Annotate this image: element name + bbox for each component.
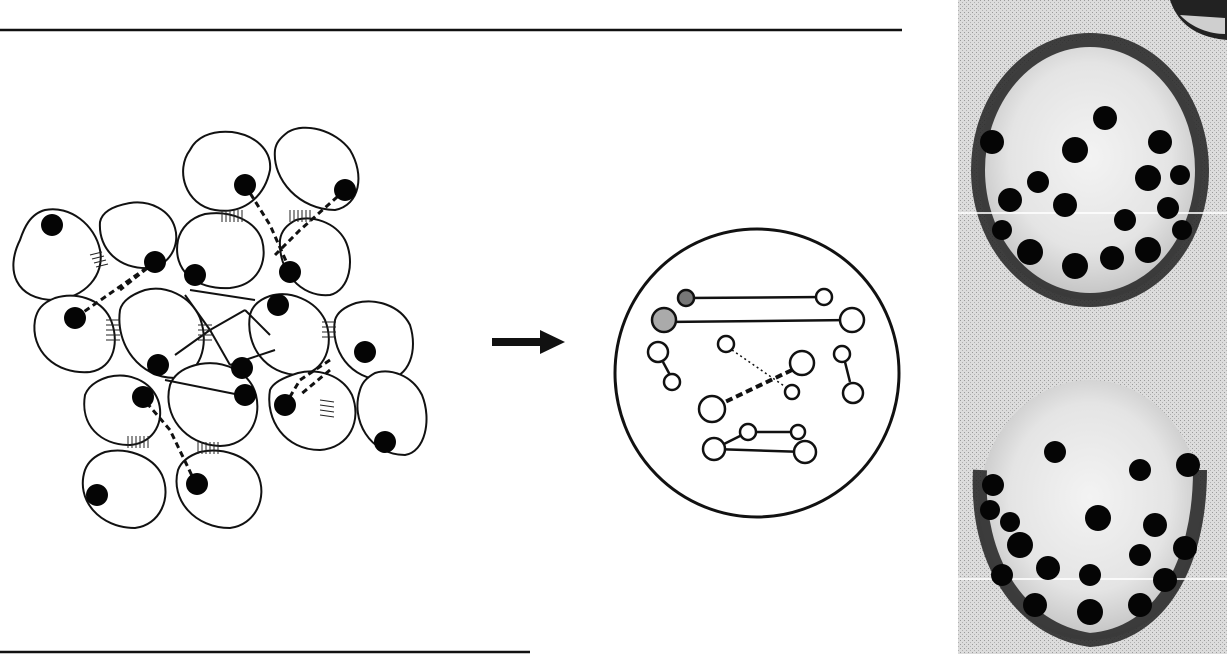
vesicle: [783, 383, 801, 401]
cell: [268, 370, 357, 452]
nucleus-dot: [334, 179, 356, 201]
junction: [198, 324, 212, 341]
nucleus-dot: [267, 294, 289, 316]
vesicle: [650, 306, 678, 334]
vesicle: [792, 439, 818, 465]
vesicle: [646, 340, 670, 364]
nucleus-dot: [41, 214, 63, 236]
vesicle: [738, 422, 758, 442]
nucleus-dot: [279, 261, 301, 283]
cell: [175, 449, 263, 530]
vesicle: [701, 436, 727, 462]
vesicle: [697, 394, 727, 424]
vesicle: [716, 334, 736, 354]
cell: [182, 130, 272, 212]
vesicle: [788, 349, 816, 377]
junction: [106, 319, 120, 341]
nucleus-dot: [234, 384, 256, 406]
nucleus-dot: [354, 341, 376, 363]
inset-circle-diagram: [613, 227, 901, 519]
lower-micrograph: [958, 380, 1227, 648]
right-arrow-icon: [492, 330, 565, 354]
upper-micrograph: [958, 33, 1227, 307]
nucleus-dot: [184, 264, 206, 286]
vesicle: [838, 306, 866, 334]
vesicle: [662, 372, 682, 392]
nucleus-dot: [147, 354, 169, 376]
junctions: [89, 210, 336, 454]
cell: [248, 293, 330, 377]
junction: [322, 321, 336, 338]
nucleus-dot: [234, 174, 256, 196]
nucleus-dot: [144, 251, 166, 273]
vesicle: [676, 288, 696, 308]
inset-circle: [613, 227, 901, 519]
nucleus-dot: [374, 431, 396, 453]
nucleus-dot: [64, 307, 86, 329]
cell-cluster-schematic: [12, 126, 428, 530]
vesicle: [832, 344, 852, 364]
cell: [278, 217, 351, 297]
cell: [356, 370, 428, 457]
junction: [289, 210, 311, 222]
cell: [33, 294, 116, 374]
vesicle: [841, 381, 865, 405]
nucleus-dot: [132, 386, 154, 408]
cell: [83, 374, 162, 447]
vesicle: [814, 287, 834, 307]
nucleus-dot: [86, 484, 108, 506]
vesicle: [789, 423, 807, 441]
nucleus-dot: [186, 473, 208, 495]
micrograph-column: [958, 0, 1227, 654]
cell: [118, 287, 205, 380]
junction: [197, 442, 219, 454]
cell: [333, 300, 414, 382]
nucleus-dot: [231, 357, 253, 379]
nuclei: [41, 174, 396, 506]
junction: [221, 210, 243, 222]
cell: [167, 362, 259, 448]
junction: [319, 399, 335, 418]
cell: [81, 449, 167, 530]
cell: [12, 208, 102, 302]
junction: [127, 436, 149, 448]
nucleus-dot: [274, 394, 296, 416]
junction: [89, 251, 109, 268]
